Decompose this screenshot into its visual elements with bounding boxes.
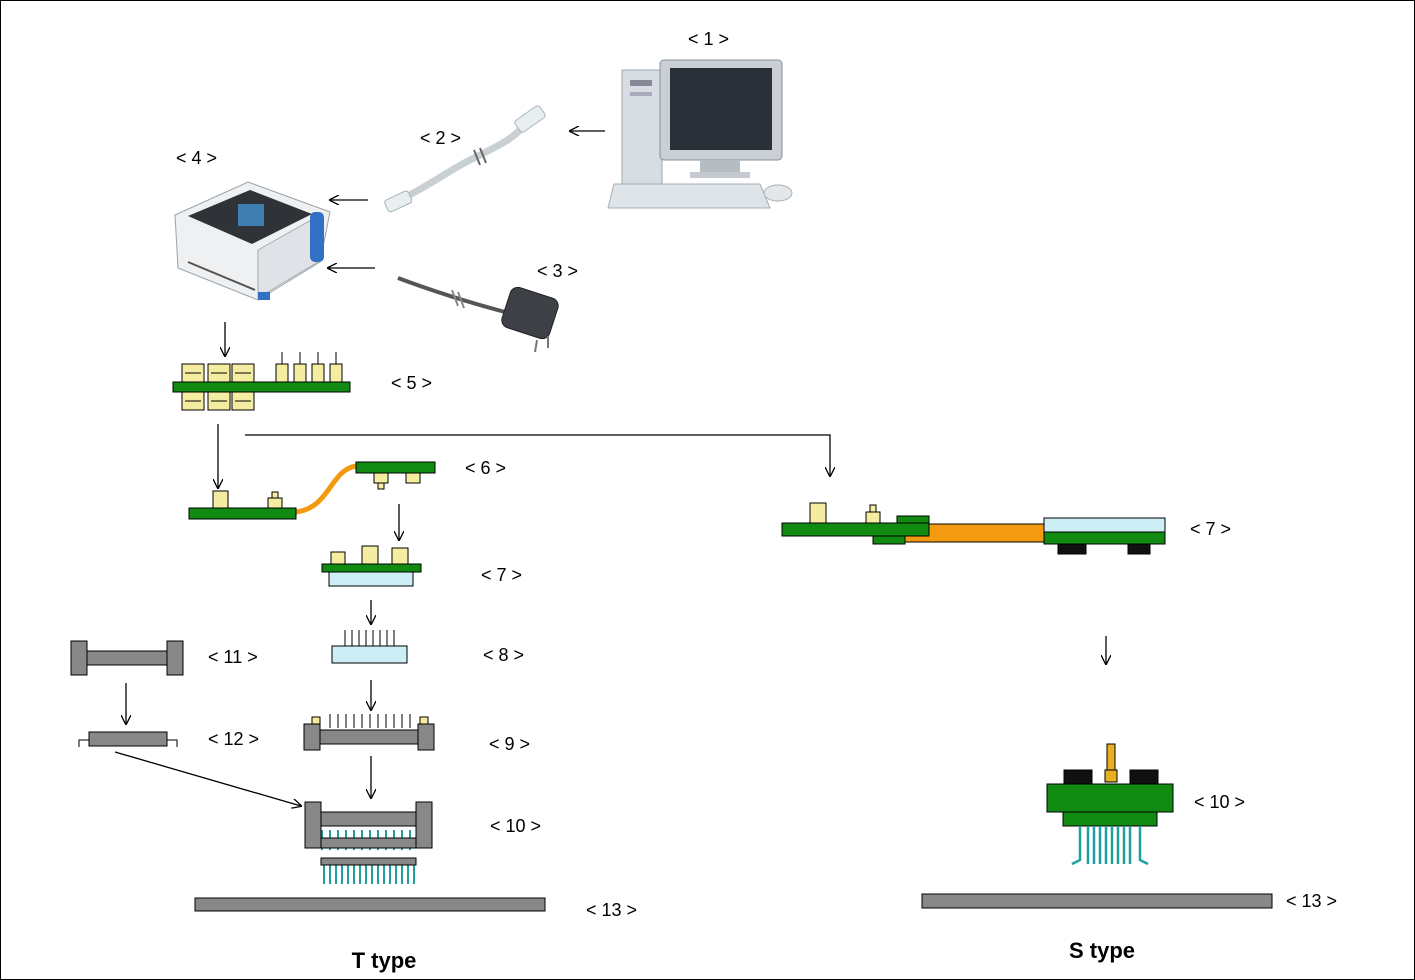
ac-adapter-icon xyxy=(397,276,559,353)
ic-socket-10-s xyxy=(1046,743,1174,866)
label-10-t: < 10 > xyxy=(490,816,541,836)
caption-t-type: T type xyxy=(352,948,417,973)
emulator-unit-icon xyxy=(174,181,331,301)
label-4: < 4 > xyxy=(176,148,217,168)
adapter-board-7-t xyxy=(321,545,422,587)
label-11: < 11 > xyxy=(208,647,258,667)
label-9: < 9 > xyxy=(489,734,530,754)
target-board-13-s xyxy=(921,893,1273,909)
flex-board-6 xyxy=(188,461,436,520)
pin-header-8 xyxy=(331,630,408,664)
socket-cover-11 xyxy=(70,640,184,676)
label-2: < 2 > xyxy=(420,128,461,148)
socket-9 xyxy=(303,714,435,751)
label-13-s: < 13 > xyxy=(1286,891,1337,911)
connection-arrows xyxy=(114,131,1106,806)
label-8: < 8 > xyxy=(483,645,524,665)
label-7-t: < 7 > xyxy=(481,565,522,585)
usb-cable-icon xyxy=(384,105,546,213)
caption-s-type: S type xyxy=(1069,938,1135,963)
connector-board-5 xyxy=(172,352,351,411)
label-6: < 6 > xyxy=(465,458,506,478)
label-10-s: < 10 > xyxy=(1194,792,1245,812)
label-1: < 1 > xyxy=(688,29,729,49)
label-12: < 12 > xyxy=(208,729,259,749)
label-5: < 5 > xyxy=(391,373,432,393)
adapter-board-7-s xyxy=(781,502,1166,555)
target-board-13-t xyxy=(194,897,546,912)
desktop-computer-icon xyxy=(607,59,793,209)
ic-socket-10-t xyxy=(304,801,433,884)
label-13-t: < 13 > xyxy=(586,900,637,920)
label-3: < 3 > xyxy=(537,261,578,281)
label-7-s: < 7 > xyxy=(1190,519,1231,539)
ic-package-12 xyxy=(78,731,178,747)
